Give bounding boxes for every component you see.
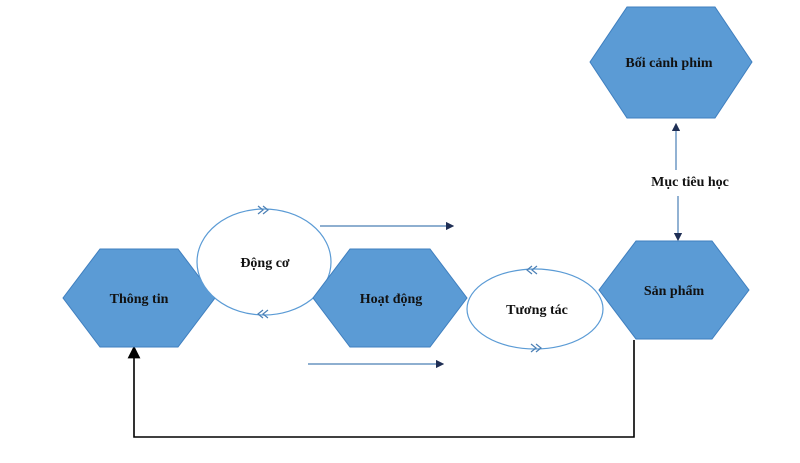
hexagon-shape bbox=[312, 248, 468, 348]
node-tuong-tac: Tương tác bbox=[466, 265, 604, 353]
node-hoat-dong: Hoạt động bbox=[312, 248, 468, 348]
node-label-dong-co: Động cơ bbox=[240, 256, 290, 271]
node-label-thong-tin: Thông tin bbox=[110, 292, 169, 307]
chevron-right-icon bbox=[530, 343, 542, 353]
chevron-right-icon bbox=[257, 205, 269, 215]
node-label-boi-canh-phim: Bối cảnh phim bbox=[625, 56, 712, 71]
node-label-tuong-tac: Tương tác bbox=[506, 303, 568, 318]
edge-label-background bbox=[640, 170, 738, 192]
edge-label-muc-tieu-hoc: Mục tiêu học bbox=[651, 175, 729, 190]
chevron-left-icon bbox=[526, 265, 538, 275]
node-label-hoat-dong: Hoạt động bbox=[360, 292, 423, 307]
node-label-san-pham: Sản phẩm bbox=[644, 284, 705, 299]
hexagon-shape bbox=[598, 240, 750, 340]
node-san-pham: Sản phẩm bbox=[598, 240, 750, 340]
node-dong-co: Động cơ bbox=[196, 205, 332, 319]
hexagon-shape bbox=[62, 248, 216, 348]
hexagon-shape bbox=[589, 6, 753, 119]
chevron-left-icon bbox=[257, 309, 269, 319]
node-boi-canh-phim: Bối cảnh phim bbox=[589, 6, 753, 119]
node-thong-tin: Thông tin bbox=[62, 248, 216, 348]
feedback-connector bbox=[127, 340, 635, 438]
